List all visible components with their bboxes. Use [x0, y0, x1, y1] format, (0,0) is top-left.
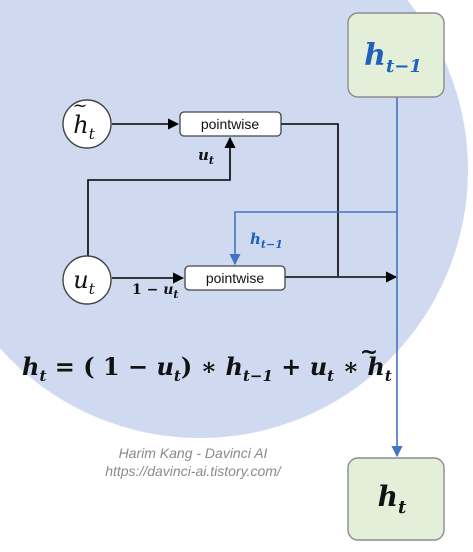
edge-label-one-minus-u: 1 − ut — [132, 282, 179, 301]
op-top-box — [179, 111, 282, 137]
node-h-out — [347, 457, 445, 541]
credit-author: Harim Kang - Davinci AI — [119, 445, 268, 461]
background-circle — [0, 0, 468, 438]
node-h-prev — [347, 12, 445, 98]
node-h-tilde-accent: ~ — [72, 95, 87, 116]
edge-u-to-top-op — [87, 136, 236, 258]
op-bottom-label: pointwise — [206, 270, 265, 286]
edge-top-op-down — [281, 123, 339, 276]
op-top-label: pointwise — [201, 116, 260, 132]
credit-url: https://davinci-ai.tistory.com/ — [105, 463, 283, 479]
edge-label-u: ut — [198, 146, 214, 167]
node-u — [62, 255, 112, 305]
op-bottom-box — [184, 265, 286, 291]
node-h-out-label: ht — [378, 480, 407, 518]
edge-hprev-to-bottom-op — [229, 211, 397, 266]
node-h-tilde-label: ht — [73, 111, 95, 143]
equation-tilde-accent: ~ — [360, 339, 378, 365]
edge-label-h-prev: ht−1 — [250, 230, 283, 251]
update-equation: ht = ( 1 − ut) ∗ ht−1 + ut ∗ ht — [22, 352, 392, 385]
node-h-prev-label: ht−1 — [364, 38, 422, 77]
node-u-label: ut — [73, 266, 95, 298]
node-h-tilde — [62, 99, 112, 149]
